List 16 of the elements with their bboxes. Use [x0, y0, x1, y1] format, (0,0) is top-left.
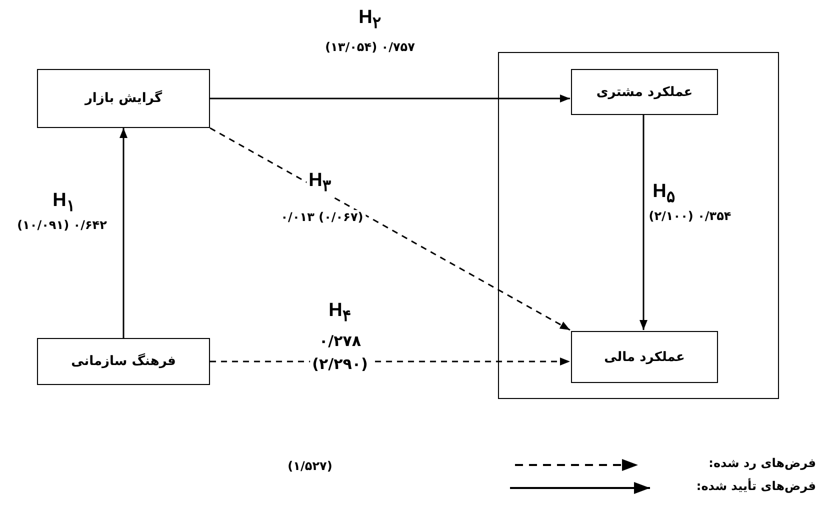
arrow [120, 128, 128, 338]
construct-box: فرهنگ سازمانی [37, 338, 210, 385]
path-coefficient: ۰/۷۵۷ (۱۳/۰۵۴) [323, 40, 417, 54]
arrow [210, 94, 570, 102]
construct-box: گرایش بازار [37, 69, 210, 128]
coefficient-label: (۱/۵۲۷) [286, 459, 334, 473]
path-coefficient: ۰/۶۴۲ (۱۰/۰۹۱) [15, 218, 109, 232]
construct-box: عملکرد مالی [571, 331, 718, 383]
path-coefficient: (۲/۲۹۰) [310, 355, 370, 373]
group-frame [498, 52, 779, 399]
legend-text: فرض‌های تأیید شده: [696, 479, 816, 493]
path-coefficient: ۰/۳۵۴ (۲/۱۰۰) [646, 209, 734, 223]
construct-box: عملکرد مشتری [571, 69, 718, 115]
dashed-arrow [210, 127, 570, 331]
legend-text: فرض‌های رد شده: [708, 456, 816, 470]
arrow [640, 114, 648, 330]
